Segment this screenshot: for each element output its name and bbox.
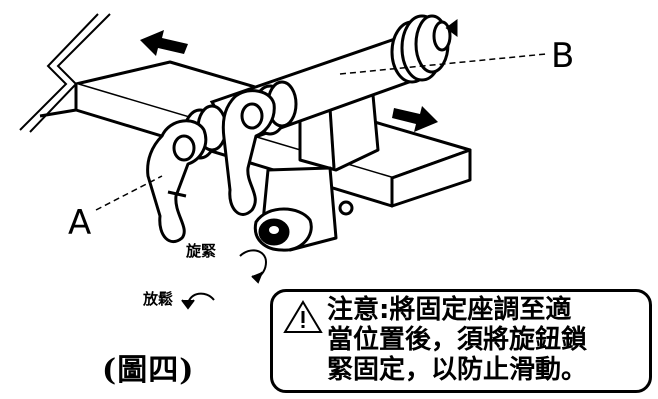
arrow-right-icon [392,106,438,132]
leader-line-b [339,53,547,75]
lever-a [146,119,208,244]
notice-line-2: 當位置後，須將旋鈕鎖 [327,325,588,355]
leader-line-a [95,175,163,211]
warning-triangle-icon [283,300,323,333]
arrow-left-icon [140,30,188,56]
leader-lines [95,53,547,211]
label-b: B [551,36,575,76]
caution-notice: 注意:將固定座調至適 當位置後，須將旋鈕鎖 緊固定，以防止滑動。 [270,289,652,393]
locking-knob [253,207,313,252]
movement-arrows [140,30,438,132]
notice-line-1: 注意:將固定座調至適 [327,295,572,325]
lever-right [221,89,276,216]
loosen-label: 放鬆 [143,290,174,308]
rotation-arrows [181,249,268,310]
label-a: A [68,203,92,243]
frame-outline [19,13,111,133]
figure-caption: (圖四) [102,353,195,388]
tighten-label: 旋緊 [186,242,217,260]
notice-line-3: 緊固定，以防止滑動。 [327,355,588,385]
